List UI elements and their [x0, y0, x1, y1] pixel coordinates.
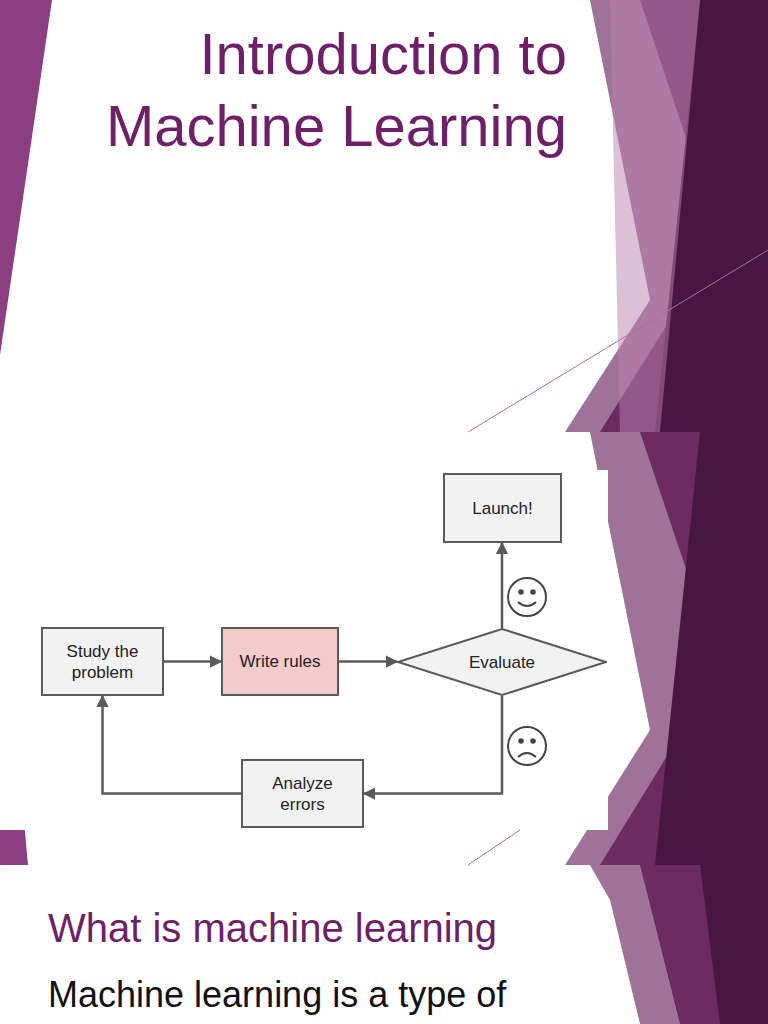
sad-face	[508, 727, 546, 765]
right-facet	[590, 865, 768, 1024]
terminal-box: Launch!	[443, 473, 562, 543]
diamond-shape	[398, 629, 606, 695]
decision-diamond: Evaluate	[397, 628, 607, 696]
right-facet	[640, 865, 768, 1024]
flow-arrow	[164, 660, 221, 663]
slide-panel	[0, 470, 608, 830]
slide-title: Introduction to Machine Learning	[105, 18, 567, 162]
slide-heading: What is machine learning	[48, 906, 497, 951]
node-label: Write rules	[232, 647, 329, 676]
flow-arrow	[103, 696, 242, 794]
flow-arrow	[364, 696, 502, 794]
node-label: Study the problem	[43, 637, 162, 687]
flow-arrow	[501, 543, 504, 628]
node-label: Launch!	[464, 494, 541, 523]
right-facet	[610, 0, 700, 432]
process-box: Study the problem	[41, 627, 164, 696]
node-label: Evaluate	[461, 648, 543, 677]
body-text: Machine learning is a type of	[48, 974, 506, 1016]
right-facet	[600, 0, 768, 432]
happy-face	[508, 578, 546, 616]
thin-line	[468, 250, 768, 432]
flow-arrow	[339, 660, 397, 663]
left-stripe	[0, 0, 52, 355]
thin-line	[468, 830, 520, 865]
node-label: Analyze errors	[243, 769, 362, 819]
right-facet	[565, 0, 768, 432]
process-box: Write rules	[221, 627, 339, 696]
right-facet	[655, 432, 768, 865]
process-box: Analyze errors	[241, 759, 364, 828]
right-facet	[600, 432, 768, 865]
right-facet	[700, 865, 768, 1024]
